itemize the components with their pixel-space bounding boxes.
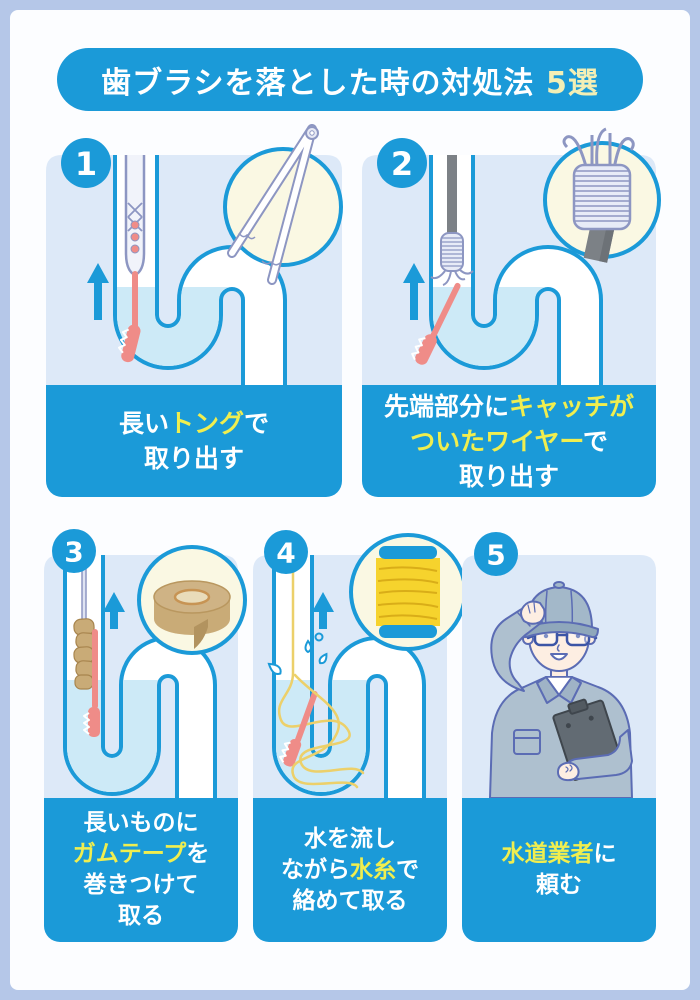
step-number-badge: 1	[61, 138, 111, 188]
caption-line: 取る	[118, 903, 164, 929]
grabber-tool	[124, 155, 146, 277]
caption-line: 先端部分にキャッチが	[383, 391, 635, 421]
caption-line: ながら水糸で	[281, 856, 419, 883]
water-string	[278, 553, 365, 775]
caption-line: 長いものに	[83, 810, 199, 836]
svg-text:3: 3	[64, 536, 83, 569]
caption-line: 頼む	[536, 872, 582, 898]
plumber-illustration	[489, 581, 633, 799]
taped-stick	[73, 554, 97, 690]
svg-text:1: 1	[75, 145, 97, 183]
svg-text:4: 4	[276, 537, 295, 570]
svg-text:2: 2	[391, 145, 413, 183]
panel-4-illustration: 4	[253, 530, 467, 798]
caption-line: ついたワイヤーで	[410, 426, 608, 456]
caption-line: 水道業者に	[501, 841, 617, 867]
caption-line: 取り出す	[143, 444, 244, 473]
wire-catch-inset	[543, 127, 661, 263]
panel-3-illustration: 3	[44, 529, 247, 798]
up-arrow-icon	[403, 263, 425, 320]
up-arrow-icon	[103, 592, 125, 629]
water-droplets	[267, 632, 328, 675]
caption-line: 絡めて取る	[292, 887, 408, 914]
water-string	[291, 673, 359, 789]
page-title: 歯ブラシを落とした時の対処法 5選	[57, 48, 643, 111]
panel-step-1: 1 長いトングで取り出す	[46, 124, 343, 497]
caption-step-4: 水を流しながら水糸で絡めて取る	[253, 798, 447, 942]
toothbrush	[411, 282, 461, 365]
string-spool-inset	[349, 533, 467, 651]
u-trap-pipe	[272, 555, 426, 798]
caption-step-1: 長いトングで取り出す	[46, 385, 342, 497]
toothbrush	[118, 271, 141, 363]
panel-5-illustration: 5	[462, 532, 656, 799]
caption-line: 水を流し	[304, 825, 396, 852]
page-title-text: 歯ブラシを落とした時の対処法 5選	[101, 65, 599, 101]
caption-step-2: 先端部分にキャッチがついたワイヤーで取り出す	[362, 385, 656, 497]
u-trap-pipe	[429, 155, 603, 385]
u-trap-pipe	[113, 155, 287, 385]
panel-step-4: 4 水を流しながら水糸で絡めて取る	[253, 525, 467, 942]
toothbrush	[83, 629, 100, 737]
svg-text:5: 5	[486, 539, 505, 572]
caption-line: 巻きつけて	[83, 872, 199, 898]
caption-line: 取り出す	[458, 461, 559, 491]
up-arrow-icon	[312, 592, 334, 629]
catch-wire-tool	[430, 155, 474, 286]
tape-roll-inset	[137, 545, 247, 655]
toothbrush	[279, 690, 318, 767]
up-arrow-icon	[87, 263, 109, 320]
caption-step-3: 長いものにガムテープを巻きつけて取る	[44, 798, 238, 942]
step-number-badge: 2	[377, 138, 427, 188]
tongs-inset	[223, 124, 343, 285]
panel-2-illustration: 2	[362, 127, 661, 385]
caption-line: 長いトングで	[118, 409, 270, 438]
step-number-badge: 3	[52, 529, 96, 573]
panel-step-2: 2 先端部分にキャッチがついたワイヤーで取り出す	[362, 125, 661, 497]
caption-step-5: 水道業者に頼む	[462, 798, 656, 942]
caption-line: ガムテープを	[72, 841, 210, 867]
step-number-badge: 5	[474, 532, 518, 576]
panel-step-3: 3 長いものにガムテープを巻きつけて取る	[44, 525, 247, 942]
panel-1-illustration: 1	[46, 124, 343, 385]
panel-step-5: 5 水道業者に頼む	[462, 525, 656, 942]
u-trap-pipe	[63, 555, 217, 798]
step-number-badge: 4	[264, 530, 308, 574]
